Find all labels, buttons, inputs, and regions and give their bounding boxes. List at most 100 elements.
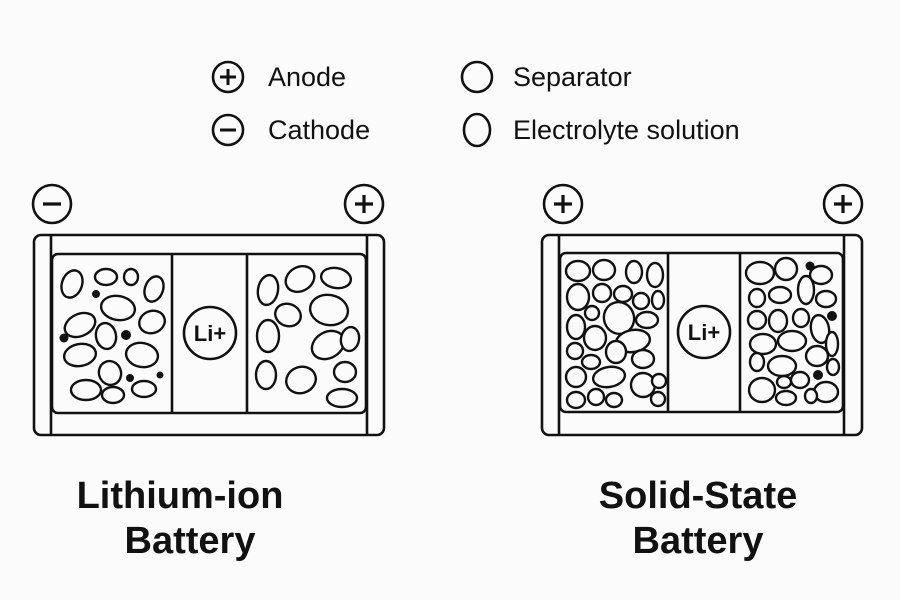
electrode-grain (308, 293, 350, 327)
lithium-particle (813, 370, 823, 380)
electrode-grain (591, 365, 627, 389)
electrode-grain (645, 261, 665, 289)
legend-item-electrolyte: Electrolyte solution (462, 112, 740, 148)
electrode-grain (339, 325, 361, 353)
electrode-grain (69, 378, 103, 402)
positive-terminal-icon (822, 183, 864, 225)
electrode-grain (789, 370, 811, 390)
positive-terminal-icon (343, 183, 385, 225)
electrode-grain (97, 359, 123, 387)
battery-title-line2: Battery (633, 520, 764, 562)
electrode-grain (746, 309, 768, 331)
electrode-grain (255, 318, 281, 354)
electrode-grain (564, 259, 592, 283)
electrode-grain (650, 289, 666, 311)
electrode-grain (629, 371, 657, 399)
electrode-grain (631, 291, 651, 311)
lithium-ion-battery: Li+ Lithium-ion Battery (31, 183, 386, 562)
negative-terminal-icon (31, 183, 73, 225)
lithium-ion-badge (182, 305, 238, 361)
electrode-grain (630, 348, 656, 370)
electrode-grain (254, 359, 278, 391)
electrode-grain (649, 390, 667, 408)
electrode-grain (804, 344, 830, 368)
separator-region: Li+ (676, 304, 732, 360)
electrode-grain (100, 385, 126, 405)
electrode-grain (565, 390, 587, 410)
electrode-grain (774, 389, 798, 407)
electrode-grain (138, 309, 166, 335)
electrode-grain (612, 284, 634, 304)
legend-label-separator: Separator (513, 62, 632, 92)
electrode-grain (274, 302, 302, 328)
battery-casing (540, 233, 864, 437)
electrode-grain (565, 282, 591, 312)
electrode-grain (565, 341, 585, 361)
electrode-grain (809, 313, 831, 345)
electrode-grain (604, 339, 628, 365)
electrode-grain (650, 372, 668, 390)
electrode-grain (285, 365, 317, 395)
electrode-grain (744, 260, 776, 286)
electrode-grain (767, 308, 789, 334)
legend-label-anode: Anode (268, 62, 346, 92)
electrode-grain (325, 387, 359, 409)
electrode-grain (791, 307, 811, 329)
legend-item-anode: Anode (211, 60, 346, 94)
electrode-grain (122, 267, 140, 287)
electrode-grain (63, 311, 97, 339)
lithium-particle (92, 290, 100, 298)
electrode-grain (773, 256, 799, 282)
electrode-grain (591, 282, 613, 304)
lithium-ion-label: Li+ (194, 321, 226, 346)
electrode-grain (582, 324, 608, 352)
battery-title-line1: Solid-State (599, 475, 797, 517)
cathode-electrode (254, 264, 361, 409)
positive-terminal-icon (542, 183, 584, 225)
empty-oval-icon (462, 112, 492, 148)
solid-state-battery: Li+ Solid-State Battery (540, 183, 864, 562)
electrode-grain (803, 387, 819, 405)
electrode-grain (591, 258, 617, 282)
legend-label-electrolyte: Electrolyte solution (513, 115, 740, 145)
empty-circle-icon (460, 60, 494, 94)
electrode-grain (604, 391, 624, 409)
lithium-ion-label: Li+ (688, 320, 720, 345)
legend-item-cathode: Cathode (211, 113, 370, 147)
electrode-grain (583, 304, 601, 322)
minus-circle-icon (211, 113, 245, 147)
lithium-particle (827, 311, 837, 321)
electrode-grain (624, 259, 644, 285)
plus-circle-icon (211, 60, 245, 94)
electrode-grain (564, 365, 588, 389)
electrode-grain (814, 289, 838, 309)
battery-title-line1: Lithium-ion (77, 475, 284, 517)
battery-casing (32, 233, 386, 437)
electrode-grain (808, 264, 834, 286)
cathode-electrode (744, 256, 841, 407)
legend-label-cathode: Cathode (268, 115, 370, 145)
electrode-grain (130, 379, 158, 399)
electrode-grain (796, 274, 816, 306)
electrode-grain (94, 321, 118, 351)
separator-region: Li+ (182, 305, 238, 361)
electrode-grain (747, 287, 767, 309)
lithium-particle (156, 371, 164, 379)
lithium-particle (126, 374, 134, 382)
electrode-grain (319, 266, 353, 290)
electrode-grain (99, 294, 137, 322)
cell-interior (50, 252, 368, 415)
electrode-grain (332, 360, 358, 384)
electrode-grain (634, 310, 660, 330)
electrode-grain (580, 353, 602, 371)
electrode-grain (586, 387, 606, 407)
electrode-grain (565, 313, 587, 341)
electrode-grain (62, 342, 98, 368)
electrode-grain (93, 267, 119, 287)
electrode-grain (766, 354, 798, 378)
lithium-particle (59, 333, 69, 343)
cell-interior (558, 251, 845, 414)
electrode-grain (824, 330, 840, 358)
electrode-grain (747, 376, 777, 404)
